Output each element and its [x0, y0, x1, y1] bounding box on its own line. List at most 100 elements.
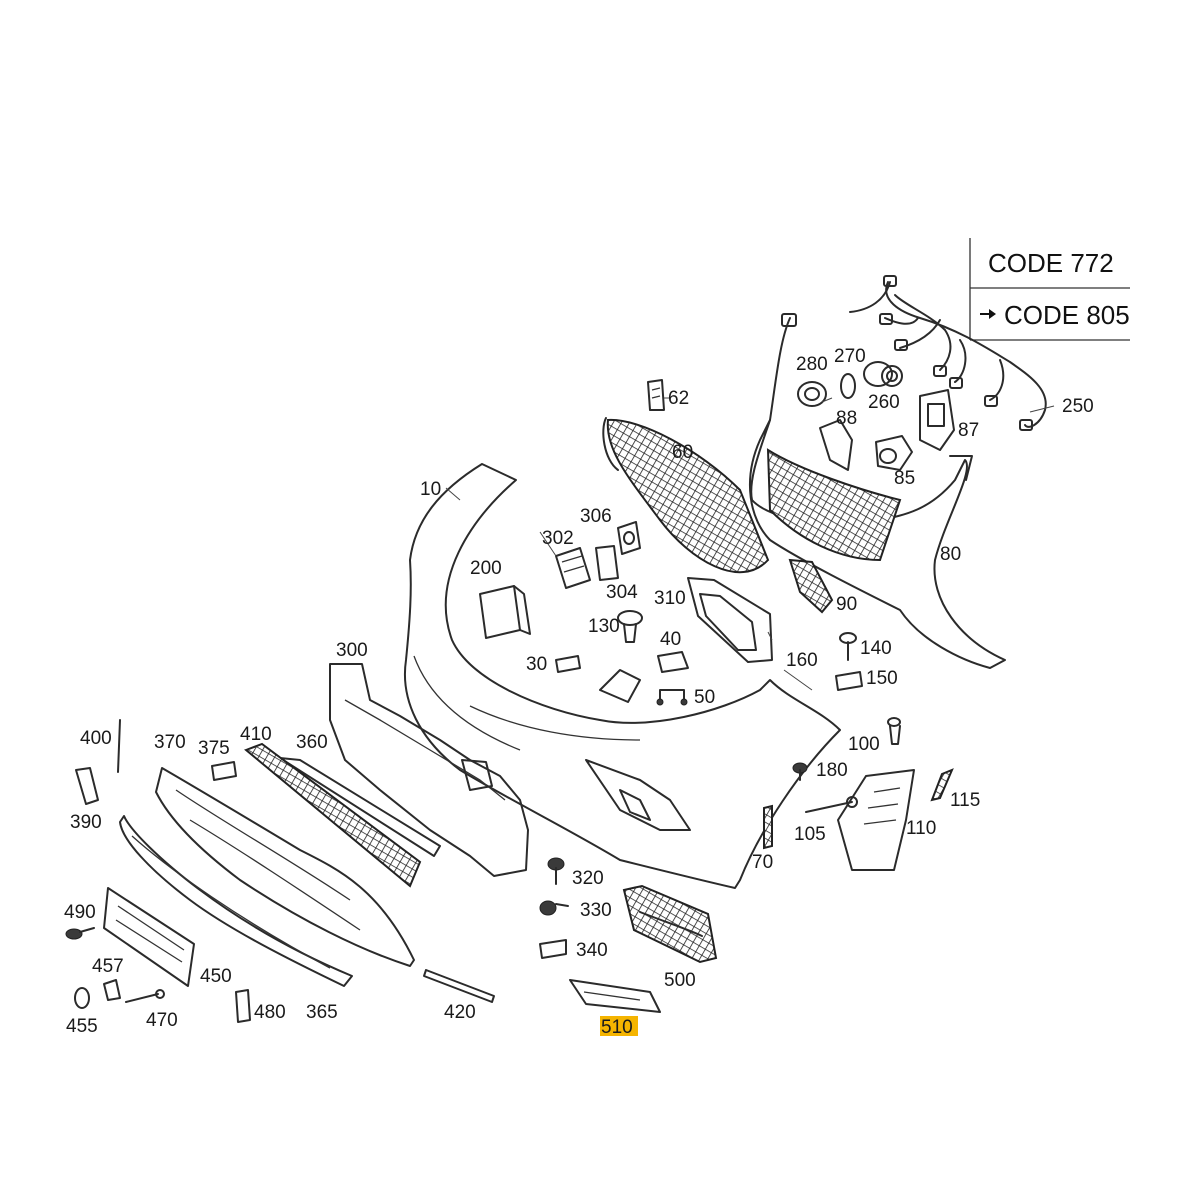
label-420: 420 — [444, 1002, 476, 1023]
label-260: 260 — [868, 392, 900, 413]
part-60-upper-grille[interactable] — [602, 417, 770, 574]
label-200: 200 — [470, 558, 502, 579]
label-85: 85 — [894, 468, 915, 489]
part-410-lower-grille-strip[interactable] — [244, 742, 422, 888]
label-304: 304 — [606, 582, 638, 603]
label-270: 270 — [834, 346, 866, 367]
label-300: 300 — [336, 640, 368, 661]
part-470-screw[interactable] — [125, 989, 165, 1003]
label-340: 340 — [576, 940, 608, 961]
label-500: 500 — [664, 970, 696, 991]
part-85-parking-sensor[interactable] — [875, 435, 913, 471]
label-455: 455 — [66, 1016, 98, 1037]
part-130-clip[interactable] — [617, 610, 643, 643]
part-306-bracket[interactable] — [617, 521, 641, 555]
part-480-bracket[interactable] — [235, 989, 251, 1023]
part-90-side-grille[interactable] — [788, 558, 834, 614]
part-510-lower-trim[interactable] — [569, 979, 661, 1013]
label-90: 90 — [836, 594, 857, 615]
part-150-nut[interactable] — [835, 671, 863, 691]
label-457: 457 — [92, 956, 124, 977]
label-370: 370 — [154, 732, 186, 753]
part-100-clip[interactable] — [887, 717, 901, 745]
part-420-trim[interactable] — [423, 969, 495, 1003]
label-70: 70 — [752, 852, 773, 873]
part-140-screw[interactable] — [839, 632, 857, 661]
label-87: 87 — [958, 420, 979, 441]
label-250: 250 — [1062, 396, 1094, 417]
part-270-sensor-ring[interactable] — [840, 373, 856, 399]
label-140: 140 — [860, 638, 892, 659]
part-457-clip[interactable] — [103, 979, 121, 1001]
label-510: 510 — [601, 1017, 633, 1038]
part-300-impact-absorber[interactable] — [329, 663, 529, 877]
part-455-cap[interactable] — [74, 987, 90, 1009]
label-306: 306 — [580, 506, 612, 527]
part-340-clip[interactable] — [539, 939, 567, 959]
part-400-rod[interactable] — [117, 719, 121, 773]
label-375: 375 — [198, 738, 230, 759]
label-88: 88 — [836, 408, 857, 429]
label-30: 30 — [526, 654, 547, 675]
part-310-bezel[interactable] — [687, 577, 773, 663]
label-40: 40 — [660, 629, 681, 650]
label-330: 330 — [580, 900, 612, 921]
part-110-wheel-arch-liner[interactable] — [837, 769, 915, 871]
part-105-bolt[interactable] — [805, 796, 858, 813]
part-260-parking-sensor[interactable] — [863, 361, 903, 387]
label-310: 310 — [654, 588, 686, 609]
part-40-tow-cover[interactable] — [657, 651, 689, 673]
code-805-label: CODE 805 — [1004, 300, 1130, 330]
part-450-license-plate-bracket[interactable] — [103, 887, 195, 987]
part-375-clip[interactable] — [211, 761, 237, 781]
part-302-bracket[interactable] — [555, 547, 591, 589]
label-10: 10 — [420, 479, 441, 500]
part-10-bumper-cover[interactable] — [404, 463, 841, 889]
part-115-trim[interactable] — [930, 768, 954, 802]
label-180: 180 — [816, 760, 848, 781]
part-490-screw[interactable] — [65, 927, 95, 940]
label-400: 400 — [80, 728, 112, 749]
part-30-clip[interactable] — [555, 655, 581, 673]
code-772-label: CODE 772 — [988, 248, 1114, 278]
label-470: 470 — [146, 1010, 178, 1031]
part-320-screw[interactable] — [547, 857, 565, 885]
part-390-bracket[interactable] — [75, 767, 99, 805]
part-370-lower-frame[interactable] — [155, 767, 415, 967]
part-160-bumper-edge[interactable] — [783, 669, 813, 691]
part-62-bracket[interactable] — [647, 379, 665, 411]
label-510-highlight — [600, 1016, 638, 1036]
label-410: 410 — [240, 724, 272, 745]
part-500-fog-grille[interactable] — [622, 884, 718, 964]
label-110: 110 — [906, 818, 936, 839]
label-360: 360 — [296, 732, 328, 753]
part-88-sensor-bracket[interactable] — [819, 419, 853, 471]
label-320: 320 — [572, 868, 604, 889]
label-150: 150 — [866, 668, 898, 689]
part-250-wiring-harness[interactable] — [769, 275, 1047, 431]
part-280-sensor-housing[interactable] — [797, 381, 827, 407]
label-130: 130 — [588, 616, 620, 637]
part-87-sensor-bracket[interactable] — [919, 389, 955, 451]
right-arrow-icon — [980, 309, 996, 319]
part-360-reinforcement[interactable] — [279, 757, 441, 857]
label-100: 100 — [848, 734, 880, 755]
label-480: 480 — [254, 1002, 286, 1023]
part-labels: 10 30 40 50 60 62 70 80 85 87 88 90 100 … — [64, 346, 1094, 1038]
part-304-cover[interactable] — [595, 545, 619, 581]
part-365-trim-strip[interactable] — [119, 815, 353, 987]
label-490: 490 — [64, 902, 96, 923]
part-80-bumper-carrier[interactable] — [749, 419, 1006, 669]
label-280: 280 — [796, 354, 828, 375]
label-450: 450 — [200, 966, 232, 987]
label-60: 60 — [672, 442, 693, 463]
part-50-clip[interactable] — [656, 689, 688, 706]
label-160: 160 — [786, 650, 818, 671]
part-330-fastener[interactable] — [539, 900, 569, 916]
part-200-control-module[interactable] — [479, 585, 531, 639]
label-302: 302 — [542, 528, 574, 549]
label-390: 390 — [70, 812, 102, 833]
part-180-screw[interactable] — [792, 762, 808, 781]
part-70-reflector[interactable] — [763, 804, 773, 850]
